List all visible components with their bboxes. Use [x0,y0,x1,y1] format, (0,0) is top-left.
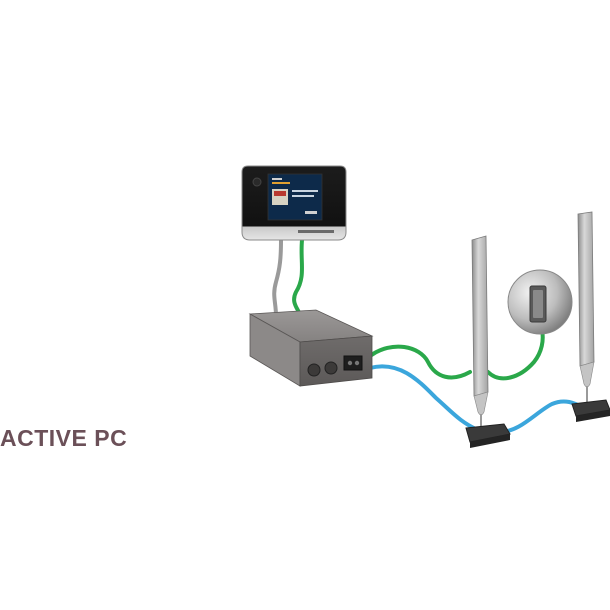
green-cable-orb [486,328,545,381]
speaker-right-icon [571,211,610,422]
din-socket-1 [307,363,321,377]
din-socket-2 [324,361,338,375]
green-cable-radio-box [292,238,304,318]
power-socket [343,355,363,371]
radio-knob [252,177,262,187]
gray-cable [272,238,283,318]
blue-cable-left-speaker [368,364,480,432]
cables [272,238,586,434]
radio-display-icon [241,165,347,241]
green-cable-left-speaker [368,344,472,380]
control-box-icon [248,309,374,387]
caption-label: ACTIVE PC [0,425,128,451]
subwoofer-orb-icon [507,269,573,335]
speaker-left-icon [465,235,511,448]
blue-cable-right-speaker [498,399,586,434]
speaker-right-base [571,399,610,417]
